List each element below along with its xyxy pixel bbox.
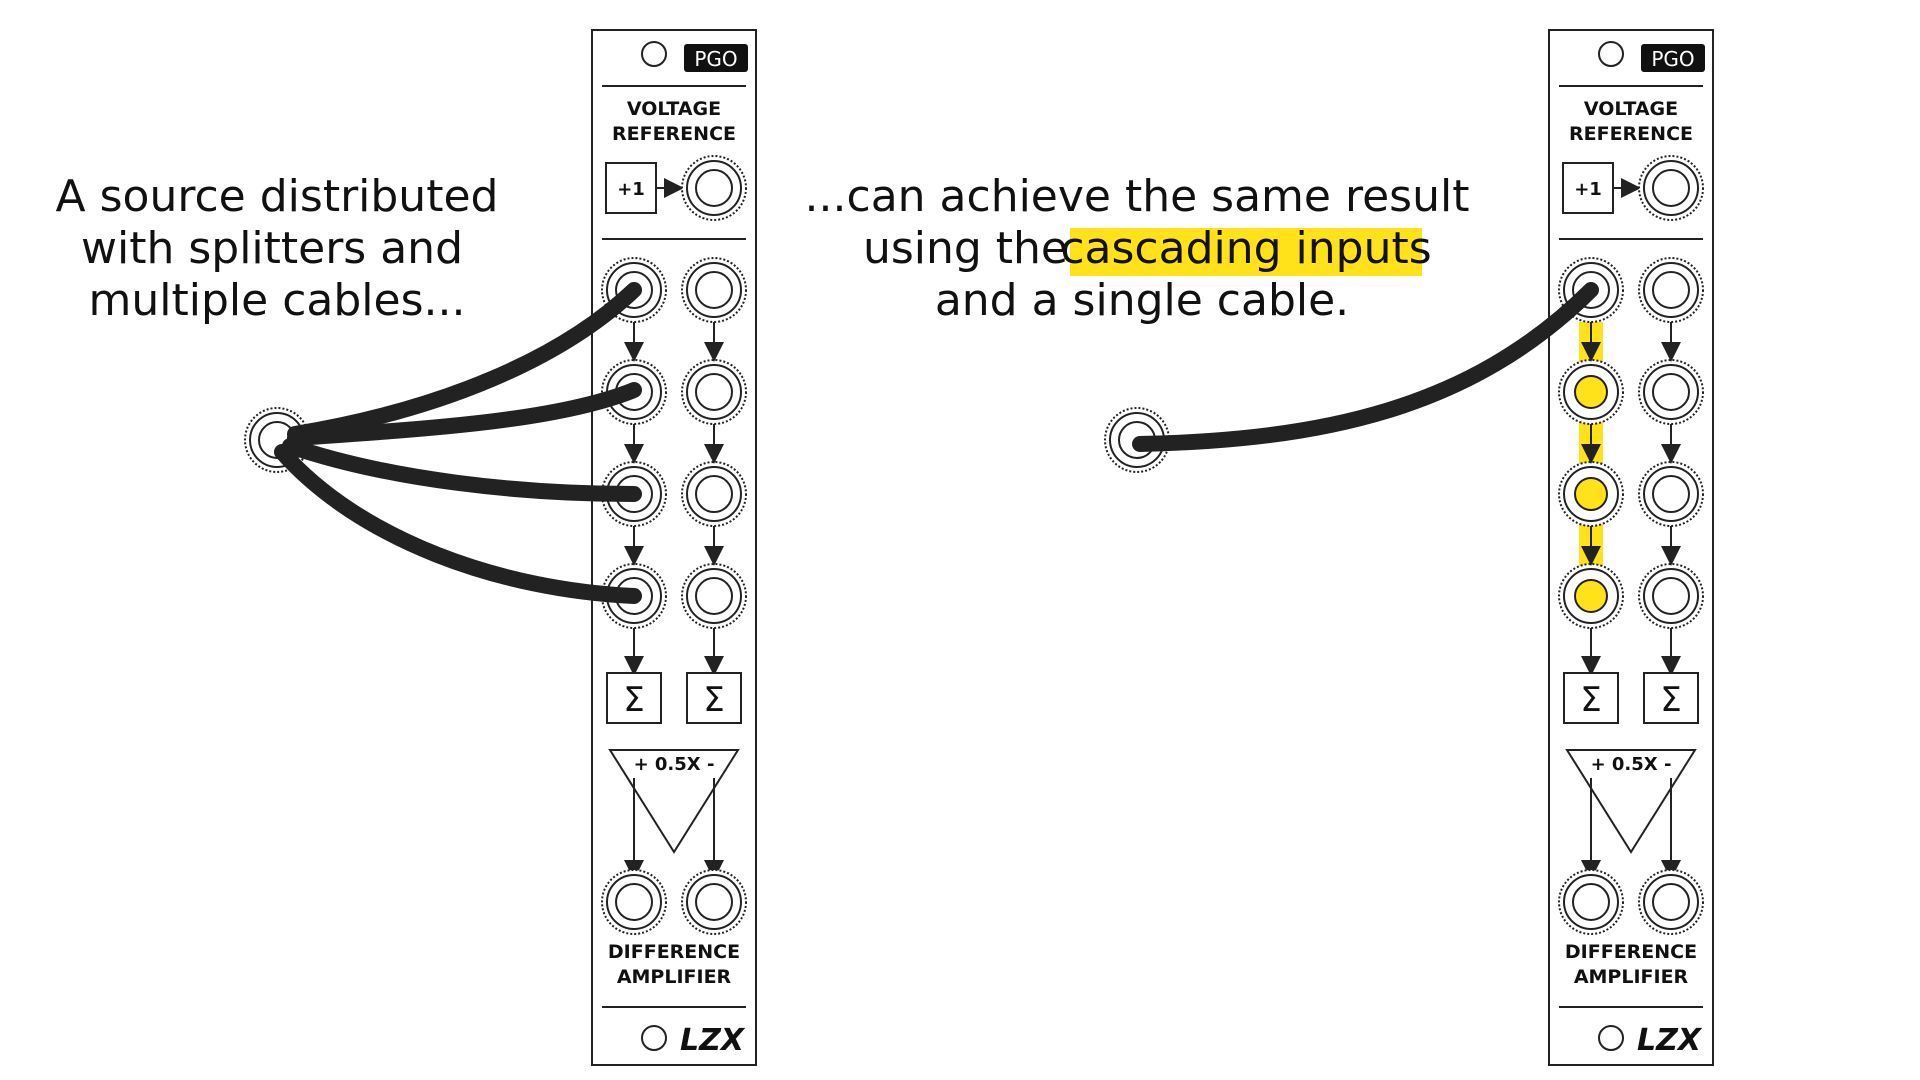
section-label-top-2: REFERENCE (612, 123, 736, 145)
sum-box-b (686, 672, 742, 724)
mounting-hole (641, 41, 667, 67)
left-caption-line-3: multiple cables... (89, 275, 466, 326)
output-jack-b[interactable] (681, 869, 747, 935)
brand-badge-label: PGO (694, 47, 737, 71)
output-jack-a[interactable] (601, 869, 667, 935)
module-right: PGO VOLTAGE REFERENCE +1 (1548, 29, 1714, 1066)
right-caption: ...can achieve the same result using the… (805, 171, 1470, 326)
sum-box-a (1563, 672, 1619, 724)
cables-left (274, 282, 642, 604)
input-jack-b4[interactable] (681, 563, 747, 629)
reference-box-label: +1 (1574, 179, 1602, 200)
right-caption-line-2-prefix: using the (863, 223, 1068, 274)
reference-output-jack[interactable] (1638, 155, 1704, 221)
section-label-bottom-2: AMPLIFIER (1574, 966, 1689, 988)
brand-badge (1641, 44, 1705, 72)
module-left: PGO VOLTAGE REFERENCE +1 Σ (591, 29, 757, 1066)
sum-symbol-a: Σ (1580, 680, 1601, 720)
reference-box-label: +1 (617, 179, 645, 200)
cable-3 (282, 438, 642, 502)
right-caption-highlighted-phrase: cascading inputs (1060, 223, 1431, 274)
highlight-marker (1070, 228, 1422, 276)
left-caption-line-2: with splitters and (81, 223, 463, 274)
mounting-hole (1598, 1025, 1624, 1051)
sum-symbol-b: Σ (1660, 680, 1681, 720)
cable-4 (274, 444, 642, 604)
section-label-top-1: VOLTAGE (1584, 98, 1678, 120)
left-caption-line-1: A source distributed (56, 171, 499, 222)
section-label-bottom-1: DIFFERENCE (608, 941, 740, 963)
amplifier-label: + 0.5X - (634, 754, 715, 775)
section-label-bottom-1: DIFFERENCE (1565, 941, 1697, 963)
brand-badge-label: PGO (1651, 47, 1694, 71)
sum-box-b (1643, 672, 1699, 724)
cascade-arrows (624, 322, 724, 676)
input-jack-b2[interactable] (1638, 359, 1704, 425)
amplifier-triangle (608, 749, 740, 854)
input-jack-b2[interactable] (681, 359, 747, 425)
input-jack-b1[interactable] (681, 257, 747, 323)
input-jack-a2-highlighted[interactable] (1558, 359, 1624, 425)
input-jack-a3-highlighted[interactable] (1558, 461, 1624, 527)
lzx-logo: LZX (1637, 1023, 1703, 1058)
cable-2 (287, 382, 642, 446)
left-caption: A source distributed with splitters and … (56, 171, 499, 326)
cable-1 (287, 282, 642, 442)
cable-single (1132, 282, 1599, 452)
lzx-logo: LZX (680, 1023, 746, 1058)
output-jack-a[interactable] (1558, 869, 1624, 935)
mounting-hole (1598, 41, 1624, 67)
sum-symbol-a: Σ (623, 680, 644, 720)
section-label-top-1: VOLTAGE (627, 98, 721, 120)
amplifier-label: + 0.5X - (1591, 754, 1672, 775)
input-jack-b1[interactable] (1638, 257, 1704, 323)
input-jack-b4[interactable] (1638, 563, 1704, 629)
input-jack-b3[interactable] (681, 461, 747, 527)
section-label-top-2: REFERENCE (1569, 123, 1693, 145)
sum-symbol-b: Σ (703, 680, 724, 720)
reference-box (1562, 162, 1614, 214)
section-label-bottom-2: AMPLIFIER (617, 966, 732, 988)
output-jack-b[interactable] (1638, 869, 1704, 935)
cascade-arrows (1581, 322, 1681, 676)
right-caption-line-1: ...can achieve the same result (805, 171, 1470, 222)
brand-badge (684, 44, 748, 72)
right-caption-line-3: and a single cable. (935, 275, 1349, 326)
mounting-hole (641, 1025, 667, 1051)
sum-box-a (606, 672, 662, 724)
reference-output-jack[interactable] (681, 155, 747, 221)
amplifier-triangle (1565, 749, 1697, 854)
input-jack-b3[interactable] (1638, 461, 1704, 527)
input-jack-a4-highlighted[interactable] (1558, 563, 1624, 629)
